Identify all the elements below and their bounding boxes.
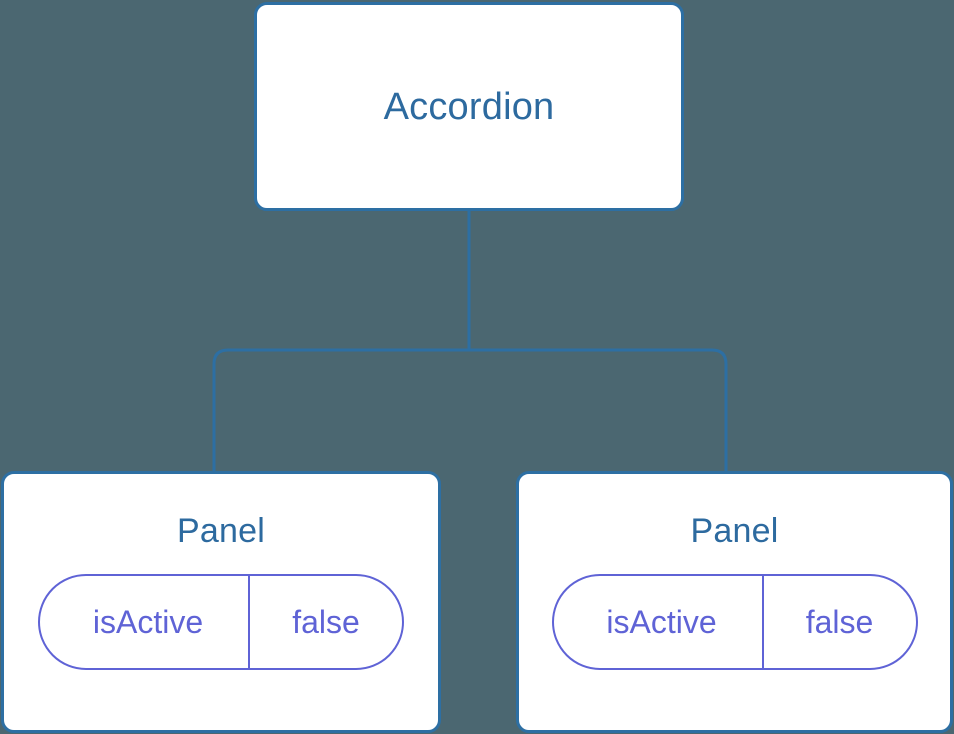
- prop-value-isactive: false: [248, 576, 402, 668]
- node-panel-right-prop-pill[interactable]: isActive false: [551, 574, 918, 670]
- node-accordion[interactable]: Accordion: [254, 2, 684, 211]
- node-panel-left-prop-pill[interactable]: isActive false: [38, 574, 404, 670]
- prop-key-isactive: isActive: [606, 604, 717, 640]
- edge-accordion-to-panel-left: [212, 348, 469, 473]
- node-panel-left[interactable]: Panel isActive false: [1, 471, 441, 733]
- node-panel-right[interactable]: Panel isActive false: [516, 471, 953, 733]
- node-accordion-title: Accordion: [383, 85, 555, 128]
- node-panel-right-title: Panel: [690, 512, 779, 550]
- edge-accordion-to-panel-right: [469, 348, 728, 473]
- node-panel-left-title: Panel: [177, 512, 265, 550]
- prop-key-isactive: isActive: [92, 604, 204, 640]
- prop-value-isactive: false: [761, 576, 916, 668]
